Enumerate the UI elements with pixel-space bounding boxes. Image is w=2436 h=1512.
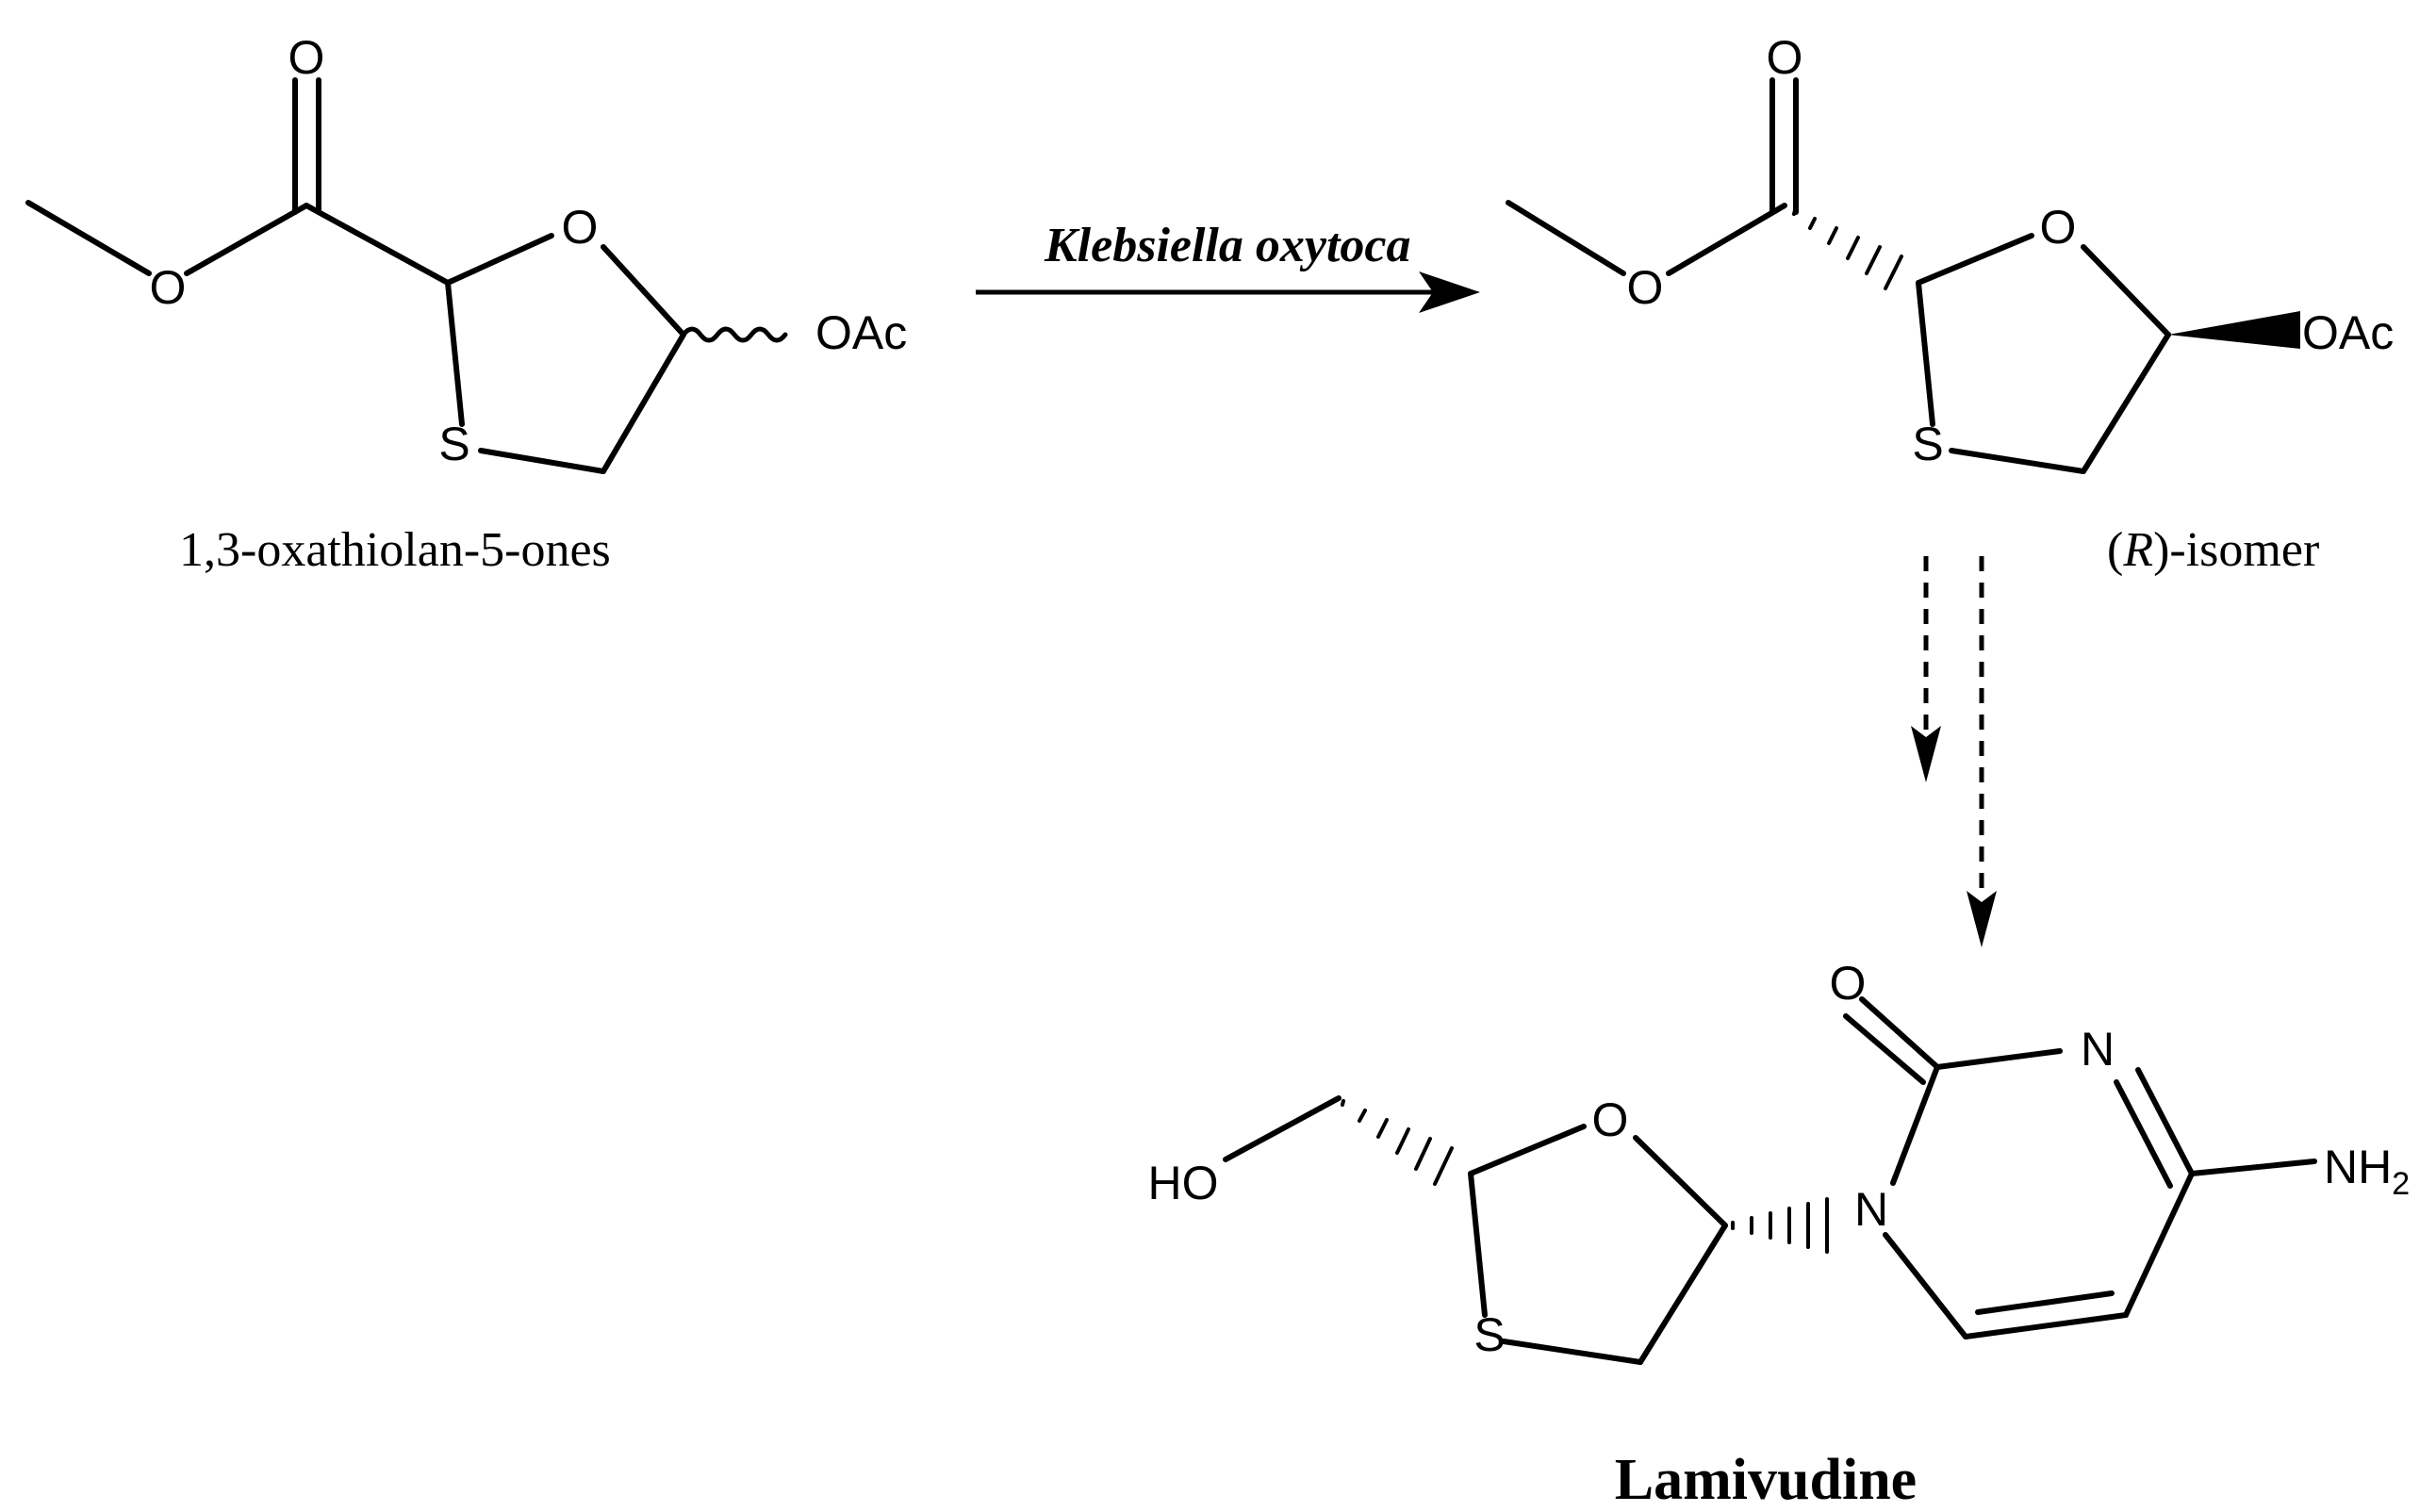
substrate-name: 1,3-oxathiolan-5-ones xyxy=(179,523,611,577)
r-isomer-name: (R)-isomer xyxy=(2107,523,2319,577)
r-isomer-structure: O O O S OAc xyxy=(1506,31,2394,474)
r-isomer-rest: )-isomer xyxy=(2153,523,2319,577)
ester-oxygen-label: O xyxy=(150,261,187,314)
carbonyl-oxygen-label: O xyxy=(288,31,325,84)
reagent-label: Klebsiella oxytoca xyxy=(1044,219,1410,272)
r-isomer-descriptor: R xyxy=(2122,523,2153,577)
ester-oxygen-label: O xyxy=(1627,261,1664,314)
n3-label: N xyxy=(2081,1023,2115,1076)
ring-oxygen-label: O xyxy=(2040,201,2077,254)
hashed-wedge-bond xyxy=(1731,1197,1829,1254)
lamivudine-name: Lamivudine xyxy=(1615,1448,1917,1512)
ring-sulfur-label: S xyxy=(438,418,469,470)
carbonyl-oxygen-label: O xyxy=(1830,957,1867,1010)
n1-label: N xyxy=(1854,1183,1888,1236)
multistep-arrow-short-head xyxy=(1911,726,1941,782)
reaction-arrow-head xyxy=(1419,271,1480,313)
amino-label: NH2 xyxy=(2324,1141,2410,1202)
acetoxy-label: OAc xyxy=(815,306,907,359)
hydroxyl-label: HO xyxy=(1148,1157,1219,1209)
ring-sulfur-label: S xyxy=(1912,418,1943,470)
carbonyl-oxygen-label: O xyxy=(1767,31,1803,84)
multistep-arrow-long-head xyxy=(1967,891,1997,947)
hashed-wedge-bond xyxy=(1341,1099,1454,1186)
r-isomer-paren-open: ( xyxy=(2107,523,2123,577)
substrate-structure: O O O S OAc xyxy=(25,31,907,474)
svg-text:(R)-isomer: (R)-isomer xyxy=(2107,523,2319,577)
ring-sulfur-label: S xyxy=(1473,1308,1505,1361)
bold-wedge-bond xyxy=(2168,311,2300,349)
acetoxy-label: OAc xyxy=(2302,306,2394,359)
ring-oxygen-label: O xyxy=(562,201,599,254)
lamivudine-structure: HO O S N N O NH2 xyxy=(1148,957,2410,1365)
amino-nh: NH xyxy=(2324,1141,2392,1193)
amino-subscript: 2 xyxy=(2392,1166,2410,1202)
ring-oxygen-label: O xyxy=(1592,1093,1629,1146)
hashed-wedge-bond xyxy=(1792,208,1903,290)
